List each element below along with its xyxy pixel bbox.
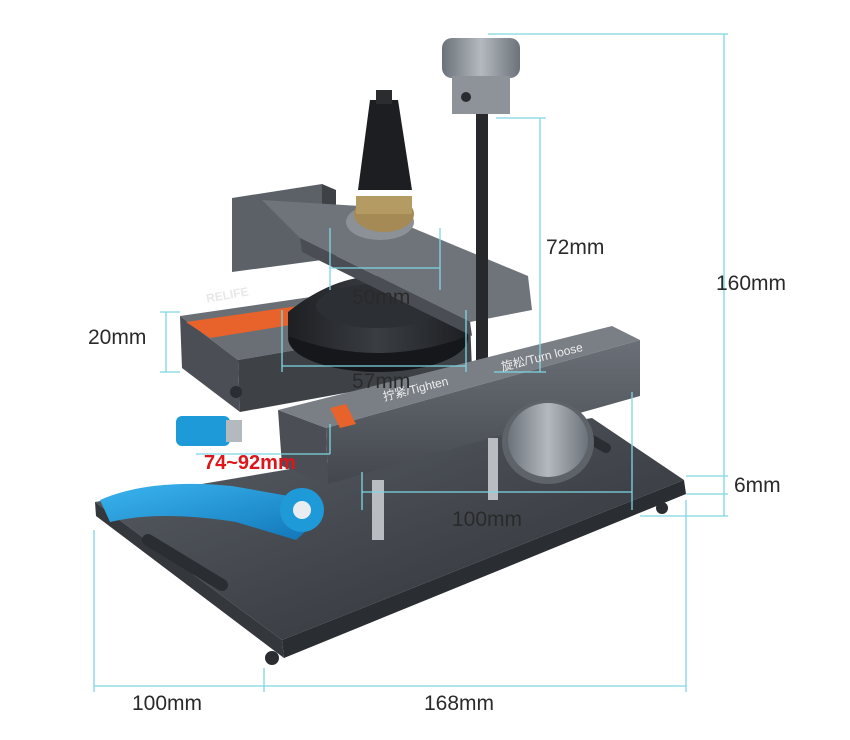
front-slider-bar bbox=[278, 326, 640, 540]
dimension-base-width-label: 168mm bbox=[424, 692, 495, 715]
dimension-bar-length-label: 100mm bbox=[452, 508, 523, 531]
dimension-chuck-label: 50mm bbox=[352, 286, 411, 309]
tension-knob bbox=[502, 400, 594, 484]
dimension-base-thickness-label: 6mm bbox=[734, 474, 781, 497]
dimension-lines bbox=[93, 33, 728, 692]
dimension-screw-label: 72mm bbox=[546, 236, 605, 259]
dimension-clamp-height-label: 20mm bbox=[88, 326, 147, 349]
chuck-nozzle bbox=[354, 90, 414, 232]
dimension-height-label: 160mm bbox=[716, 272, 787, 295]
dimension-base-depth-label: 100mm bbox=[132, 692, 203, 715]
blue-lever bbox=[100, 416, 324, 540]
screw-knob-assembly bbox=[442, 38, 520, 366]
dimension-suction-cup-label: 57mm bbox=[352, 370, 411, 393]
dimension-clamp-range-label: 74~92mm bbox=[204, 452, 296, 474]
